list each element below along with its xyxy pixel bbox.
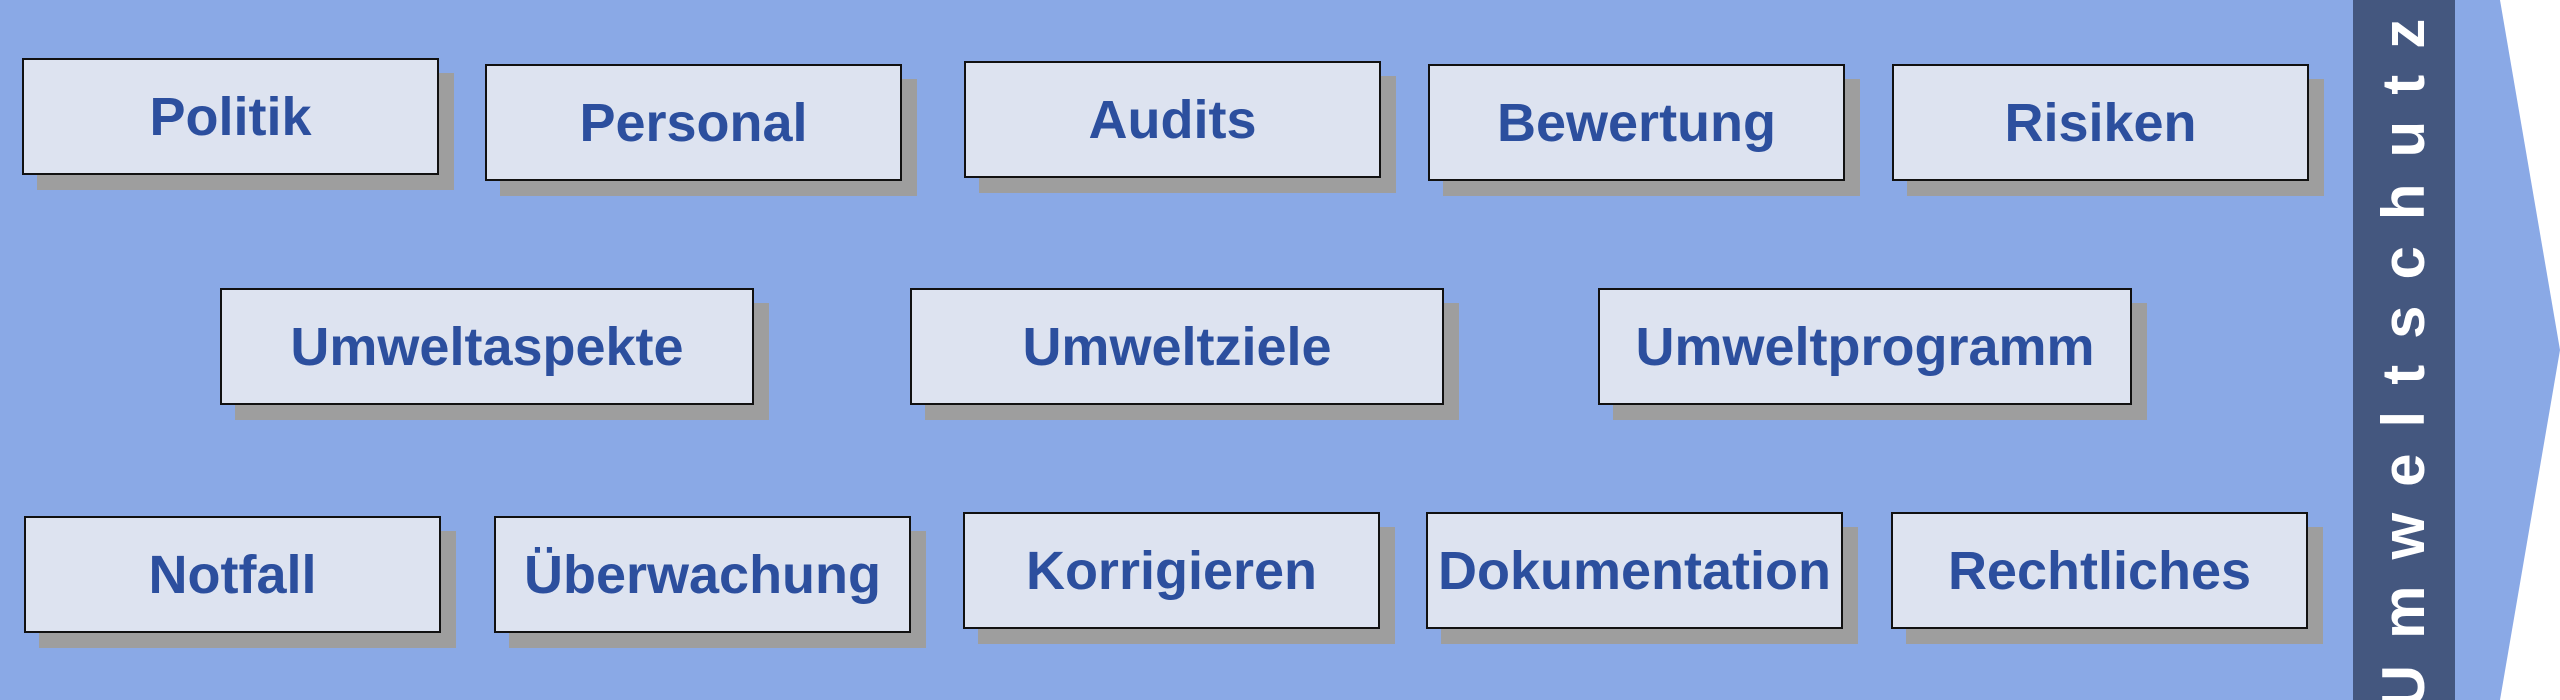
box-label: Umweltziele — [1022, 316, 1332, 377]
box-risiken: Risiken — [1892, 64, 2309, 181]
box-label: Dokumentation — [1437, 540, 1831, 601]
box-label: Bewertung — [1496, 92, 1777, 153]
box-umweltziele: Umweltziele — [910, 288, 1444, 405]
box-bewertung: Bewertung — [1428, 64, 1845, 181]
box-korrigieren: Korrigieren — [963, 512, 1380, 629]
box-label: Überwachung — [523, 544, 882, 605]
box-label: Umweltprogramm — [1635, 316, 2095, 377]
side-bar: Umweltschutz — [2353, 0, 2455, 700]
box-personal: Personal — [485, 64, 902, 181]
box-label: Risiken — [2004, 92, 2197, 153]
box-label: Rechtliches — [1947, 540, 2252, 601]
box-label: Politik — [149, 86, 312, 147]
box-label: Korrigieren — [1025, 540, 1318, 601]
box-label: Personal — [579, 92, 808, 153]
box-label: Notfall — [148, 544, 317, 605]
box-notfall: Notfall — [24, 516, 441, 633]
box-umweltprogramm: Umweltprogramm — [1598, 288, 2132, 405]
box-dokumentation: Dokumentation — [1426, 512, 1843, 629]
box-label: Umweltaspekte — [290, 316, 684, 377]
box-politik: Politik — [22, 58, 439, 175]
box-ueberwachung: Überwachung — [494, 516, 911, 633]
box-umweltaspekte: Umweltaspekte — [220, 288, 754, 405]
box-rechtliches: Rechtliches — [1891, 512, 2308, 629]
box-audits: Audits — [964, 61, 1381, 178]
side-label: Umweltschutz — [2370, 0, 2438, 700]
box-label: Audits — [1088, 89, 1257, 150]
